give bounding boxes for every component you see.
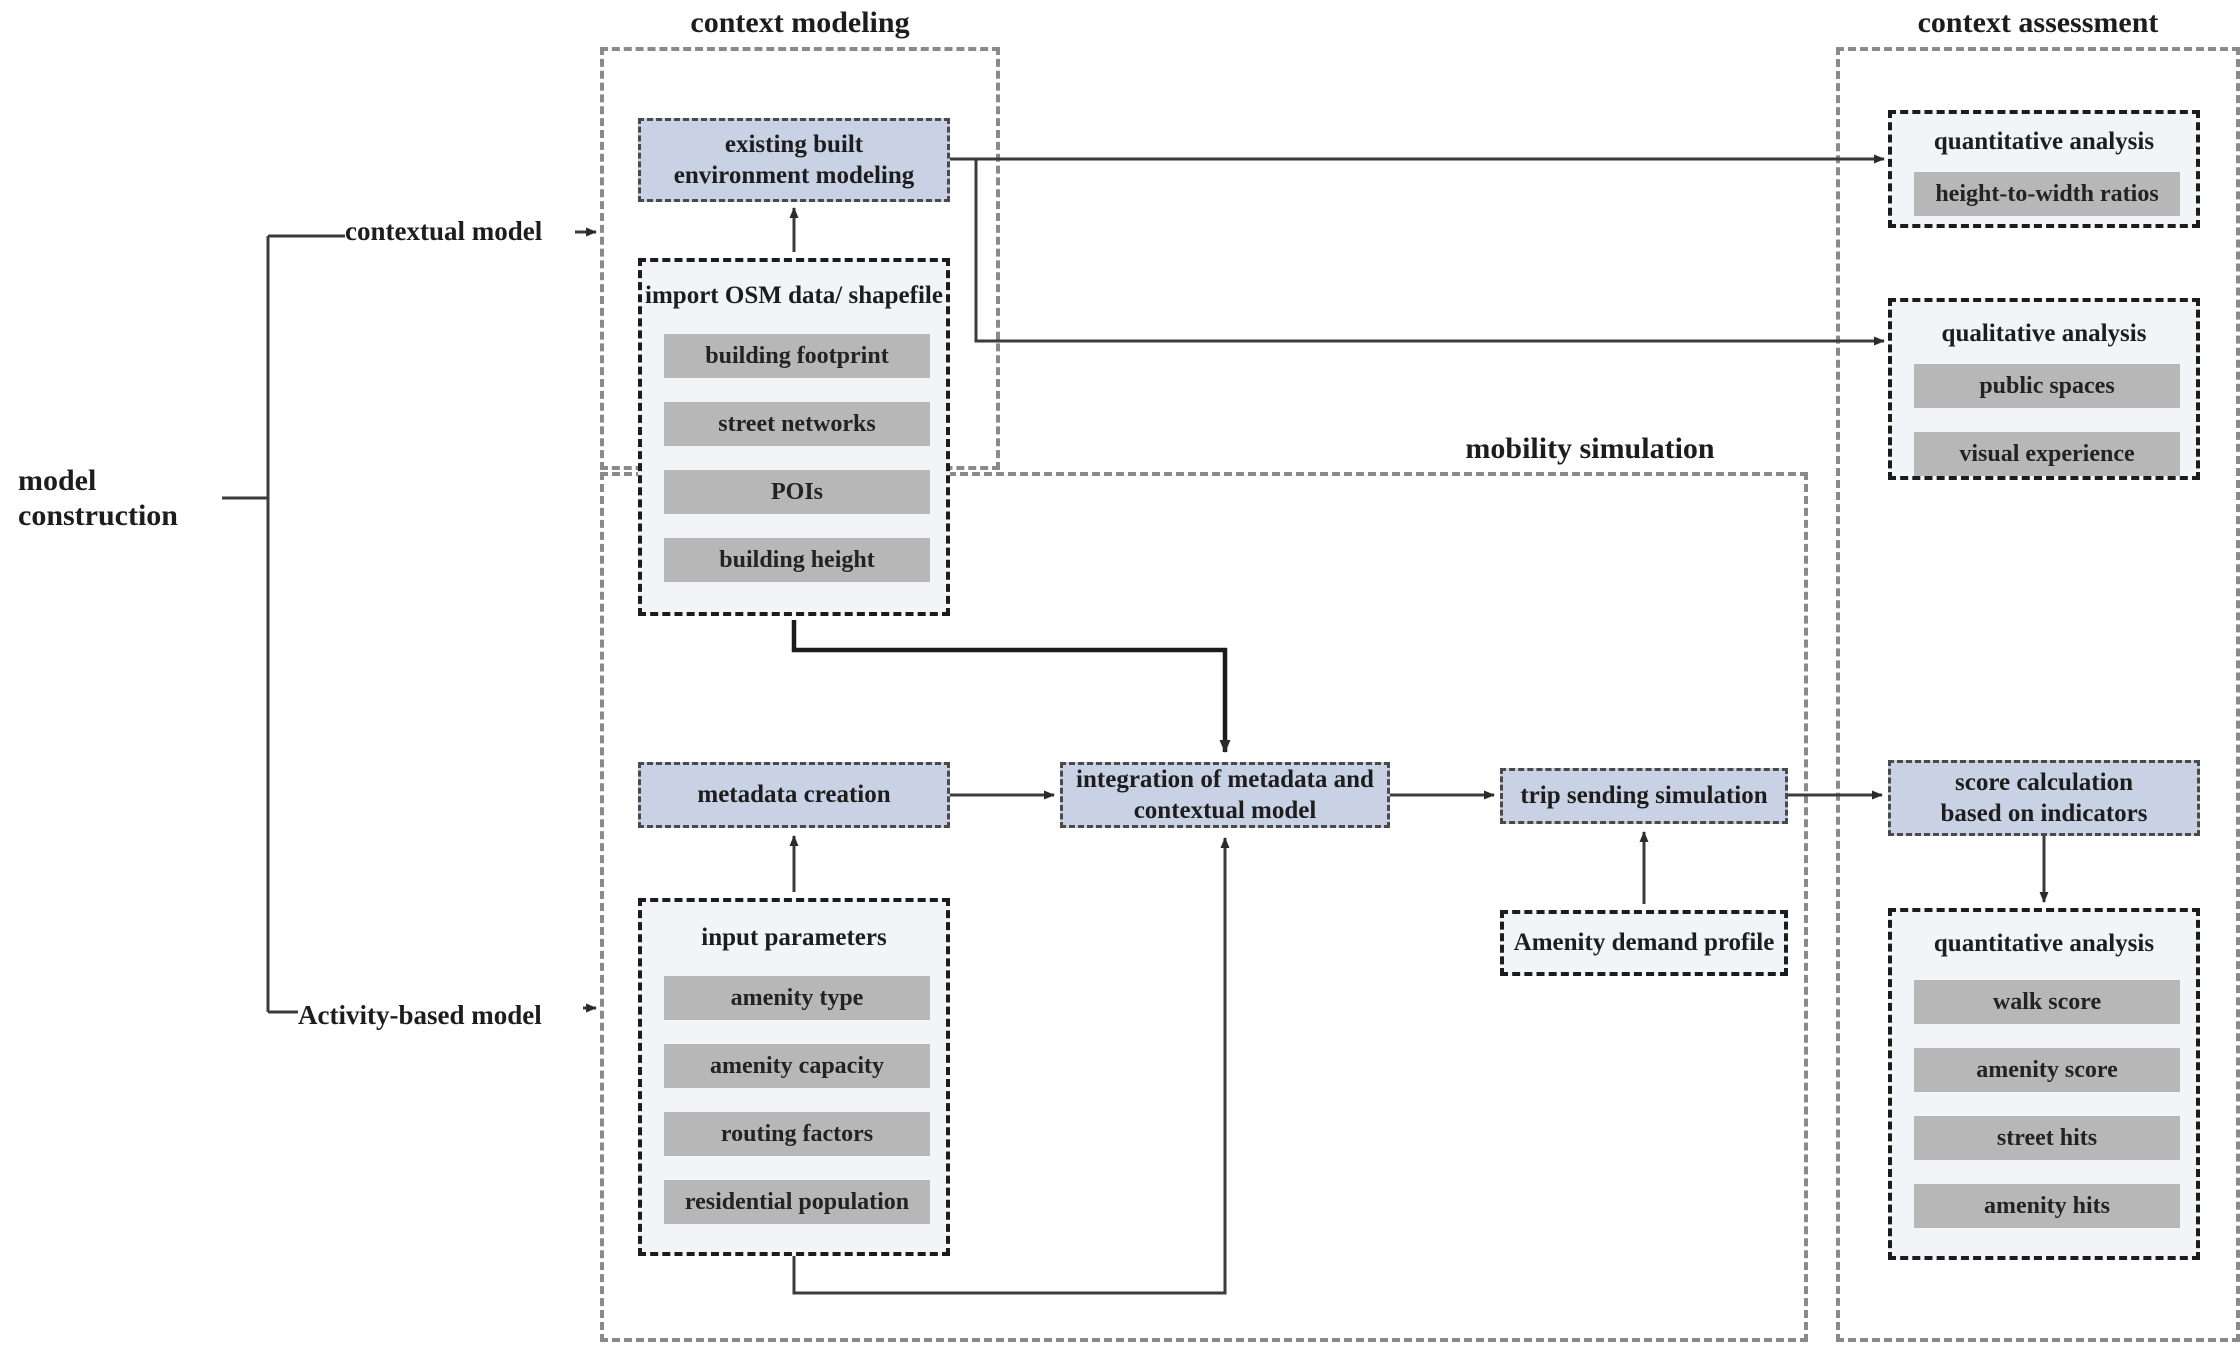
panel-title-input-parameters: input parameters bbox=[701, 924, 887, 951]
list-item[interactable]: amenity score bbox=[1914, 1048, 2180, 1092]
panel-title-import-osm: import OSM data/ shapefile bbox=[645, 282, 943, 309]
panel-input-parameters: input parameters amenity type amenity ca… bbox=[638, 898, 950, 1256]
list-item[interactable]: routing factors bbox=[664, 1112, 930, 1156]
group-title-mobility-simulation: mobility simulation bbox=[1465, 432, 1715, 465]
process-box-integration[interactable]: integration of metadata and contextual m… bbox=[1060, 762, 1390, 828]
wire-osm-to-qualitative bbox=[974, 160, 1885, 346]
list-item[interactable]: residential population bbox=[664, 1180, 930, 1224]
list-item[interactable]: walk score bbox=[1914, 980, 2180, 1024]
list-item[interactable]: street hits bbox=[1914, 1116, 2180, 1160]
list-item[interactable]: amenity capacity bbox=[664, 1044, 930, 1088]
list-item[interactable]: building footprint bbox=[664, 334, 930, 378]
process-box-score-calculation[interactable]: score calculation based on indicators bbox=[1888, 760, 2200, 836]
panel-import-osm: import OSM data/ shapefile building foot… bbox=[638, 258, 950, 616]
group-mobility-simulation bbox=[600, 472, 1808, 1342]
panel-quantitative-analysis-bottom: quantitative analysis walk score amenity… bbox=[1888, 908, 2200, 1260]
list-item[interactable]: building height bbox=[664, 538, 930, 582]
group-title-context-modeling: context modeling bbox=[690, 6, 910, 39]
list-item[interactable]: height-to-width ratios bbox=[1914, 172, 2180, 216]
group-context-assessment bbox=[1836, 47, 2240, 1342]
panel-quantitative-analysis-top: quantitative analysis height-to-width ra… bbox=[1888, 110, 2200, 228]
list-item[interactable]: amenity type bbox=[664, 976, 930, 1020]
process-box-metadata-creation[interactable]: metadata creation bbox=[638, 762, 950, 828]
list-item[interactable]: public spaces bbox=[1914, 364, 2180, 408]
list-item[interactable]: street networks bbox=[664, 402, 930, 446]
box-amenity-demand-profile[interactable]: Amenity demand profile bbox=[1500, 910, 1788, 976]
process-box-trip-sending-simulation[interactable]: trip sending simulation bbox=[1500, 768, 1788, 824]
branch-label-contextual-model: contextual model bbox=[345, 216, 543, 246]
panel-title-quantitative-analysis-bottom: quantitative analysis bbox=[1933, 930, 2155, 957]
panel-title-qualitative-analysis: qualitative analysis bbox=[1941, 320, 2147, 347]
panel-title-quantitative-analysis-top: quantitative analysis bbox=[1933, 128, 2155, 155]
list-item[interactable]: visual experience bbox=[1914, 432, 2180, 476]
group-title-context-assessment: context assessment bbox=[1917, 6, 2159, 39]
page-title-model-construction: model construction bbox=[18, 464, 178, 533]
panel-qualitative-analysis: qualitative analysis public spaces visua… bbox=[1888, 298, 2200, 480]
process-box-existing-built-environment[interactable]: existing built environment modeling bbox=[638, 118, 950, 202]
list-item[interactable]: POIs bbox=[664, 470, 930, 514]
list-item[interactable]: amenity hits bbox=[1914, 1184, 2180, 1228]
branch-label-activity-based-model: Activity-based model bbox=[298, 1000, 542, 1030]
